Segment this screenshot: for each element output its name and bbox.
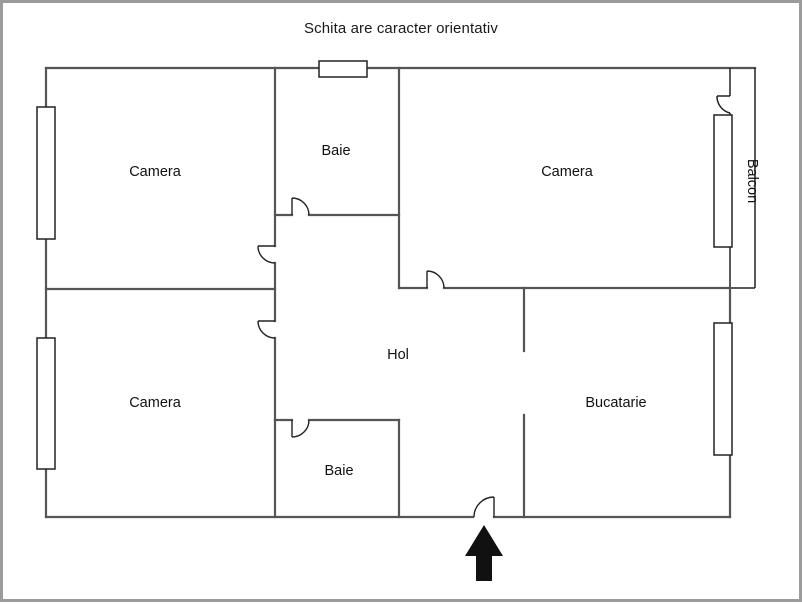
door-entrance-swing-icon [473, 496, 495, 518]
windows [36, 60, 733, 470]
door-bottom-left-bedroom-swing-icon [257, 320, 276, 339]
window-balcony-icon [713, 114, 733, 248]
window-top-bathroom-icon [318, 60, 368, 78]
window-bottom-left-bedroom-icon [36, 337, 56, 470]
room-label-camera-top-left: Camera [129, 164, 182, 180]
room-label-baie-top: Baie [321, 143, 350, 159]
door-top-left-bedroom-swing-icon [257, 245, 276, 264]
door-swings [257, 197, 495, 518]
room-label-camera-top-right: Camera [541, 164, 594, 180]
room-label-balcon: Balcon [744, 159, 760, 203]
exterior-walls [44, 66, 757, 519]
room-label-bucatarie: Bucatarie [585, 395, 646, 411]
balcony-outline [730, 68, 756, 289]
room-label-baie-bottom: Baie [324, 463, 353, 479]
door-top-right-bedroom-swing-icon [426, 270, 445, 289]
window-kitchen-icon [713, 322, 733, 456]
window-top-left-bedroom-icon [36, 106, 56, 240]
room-label-hol: Hol [387, 347, 409, 363]
page-title: Schita are caracter orientativ [304, 20, 498, 37]
floor-plan-drawing: Camera Baie Camera Balcon Camera Hol Bai… [36, 60, 760, 581]
door-balcony-swing-icon [716, 95, 731, 114]
door-top-bathroom-swing-icon [291, 197, 310, 216]
room-labels: Camera Baie Camera Balcon Camera Hol Bai… [129, 143, 760, 479]
interior-walls [44, 66, 732, 519]
room-label-camera-bottom-left: Camera [129, 395, 182, 411]
entrance-direction-arrow-icon [465, 525, 503, 581]
door-bottom-bathroom-swing-icon [291, 419, 310, 438]
